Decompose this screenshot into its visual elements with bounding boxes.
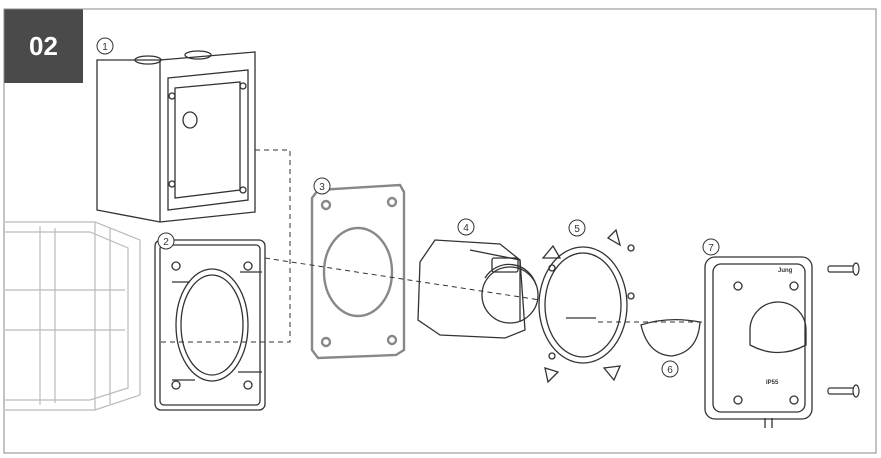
sensor-insert bbox=[417, 239, 539, 339]
callout-5: 5 bbox=[574, 224, 580, 235]
assembly-guide-lines bbox=[160, 149, 705, 343]
sensor-lens bbox=[640, 318, 701, 357]
callout-3: 3 bbox=[319, 182, 325, 193]
step-number-badge: 02 bbox=[4, 9, 83, 83]
ip-rating-mark: IP55 bbox=[766, 380, 779, 386]
callout-6: 6 bbox=[667, 365, 673, 376]
diagram-frame bbox=[3, 8, 877, 454]
callout-7: 7 bbox=[708, 243, 714, 254]
callouts bbox=[96, 37, 720, 378]
brand-mark: Jung bbox=[778, 268, 793, 274]
mounting-ring bbox=[538, 228, 635, 384]
ghost-mounting-box bbox=[5, 221, 141, 411]
callout-4: 4 bbox=[463, 223, 469, 234]
surface-box bbox=[96, 50, 256, 223]
callout-2: 2 bbox=[163, 237, 169, 248]
base-plate bbox=[154, 239, 266, 411]
front-cover bbox=[704, 256, 813, 428]
callout-1: 1 bbox=[102, 42, 108, 53]
gasket bbox=[310, 183, 406, 360]
cover-screws bbox=[827, 262, 860, 398]
